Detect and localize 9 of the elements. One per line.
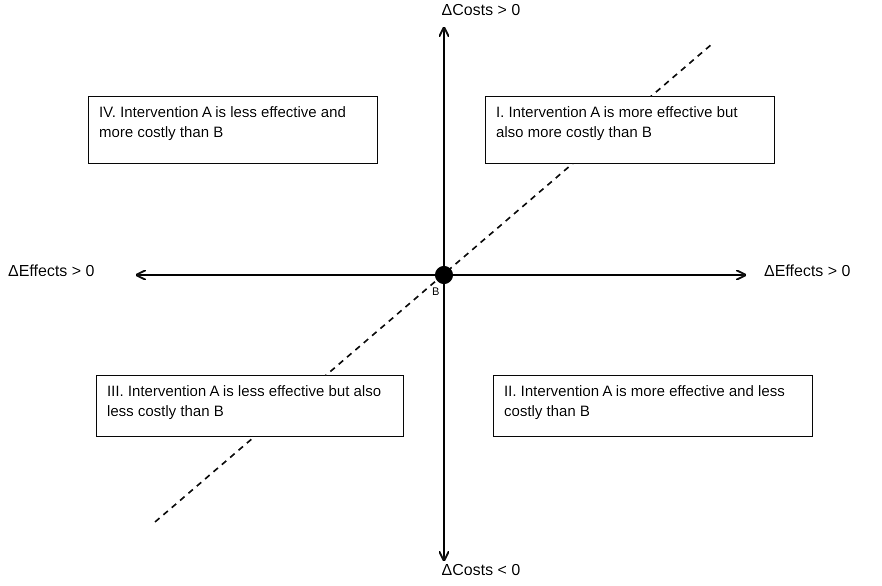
point-label: B — [432, 286, 440, 298]
axis-label: ΔCosts < 0 — [442, 562, 520, 580]
quadrant-box: I. Intervention A is more effective but also more costly than B — [485, 96, 775, 164]
quadrant-box: IV. Intervention A is less effective and more costly than B — [88, 96, 378, 164]
axis-label: ΔCosts > 0 — [442, 2, 520, 20]
quadrant-box: II. Intervention A is more effective and less costly than B — [493, 375, 813, 437]
quadrant-box: III. Intervention A is less effective but also less costly than B — [96, 375, 404, 437]
axis-label: ΔEffects > 0 — [764, 263, 850, 281]
axis-label: ΔEffects > 0 — [8, 263, 94, 281]
